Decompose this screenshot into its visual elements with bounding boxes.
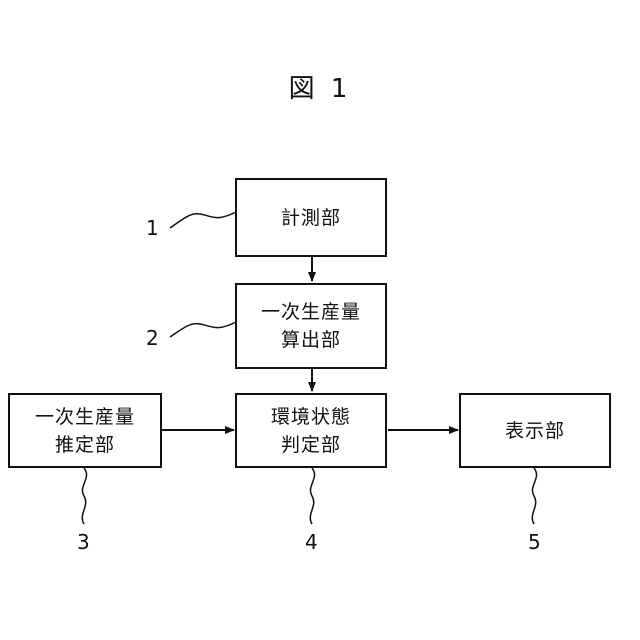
primary-production-calc-block: 一次生産量 算出部 [235, 283, 387, 369]
display-block: 表示部 [459, 393, 611, 468]
calc-label-line1: 一次生産量 [261, 298, 361, 326]
ref-numeral-3: 3 [77, 530, 90, 554]
calc-label-line2: 算出部 [281, 326, 341, 354]
estimate-label-line2: 推定部 [55, 431, 115, 459]
leader-line-5 [532, 468, 536, 524]
leader-line-4 [310, 468, 314, 524]
environment-judgment-block: 環境状態 判定部 [235, 393, 387, 468]
measurement-label: 計測部 [281, 204, 341, 232]
ref-numeral-4: 4 [305, 530, 318, 554]
leader-line-1 [170, 212, 236, 228]
primary-production-estimate-block: 一次生産量 推定部 [8, 393, 162, 468]
display-label: 表示部 [505, 417, 565, 445]
estimate-label-line1: 一次生産量 [35, 403, 135, 431]
ref-numeral-1: 1 [146, 216, 159, 240]
ref-numeral-2: 2 [146, 326, 159, 350]
judgment-label-line1: 環境状態 [271, 403, 351, 431]
judgment-label-line2: 判定部 [281, 431, 341, 459]
leader-line-2 [170, 322, 236, 337]
measurement-block: 計測部 [235, 178, 387, 257]
ref-numeral-5: 5 [528, 530, 541, 554]
leader-line-3 [82, 468, 86, 524]
